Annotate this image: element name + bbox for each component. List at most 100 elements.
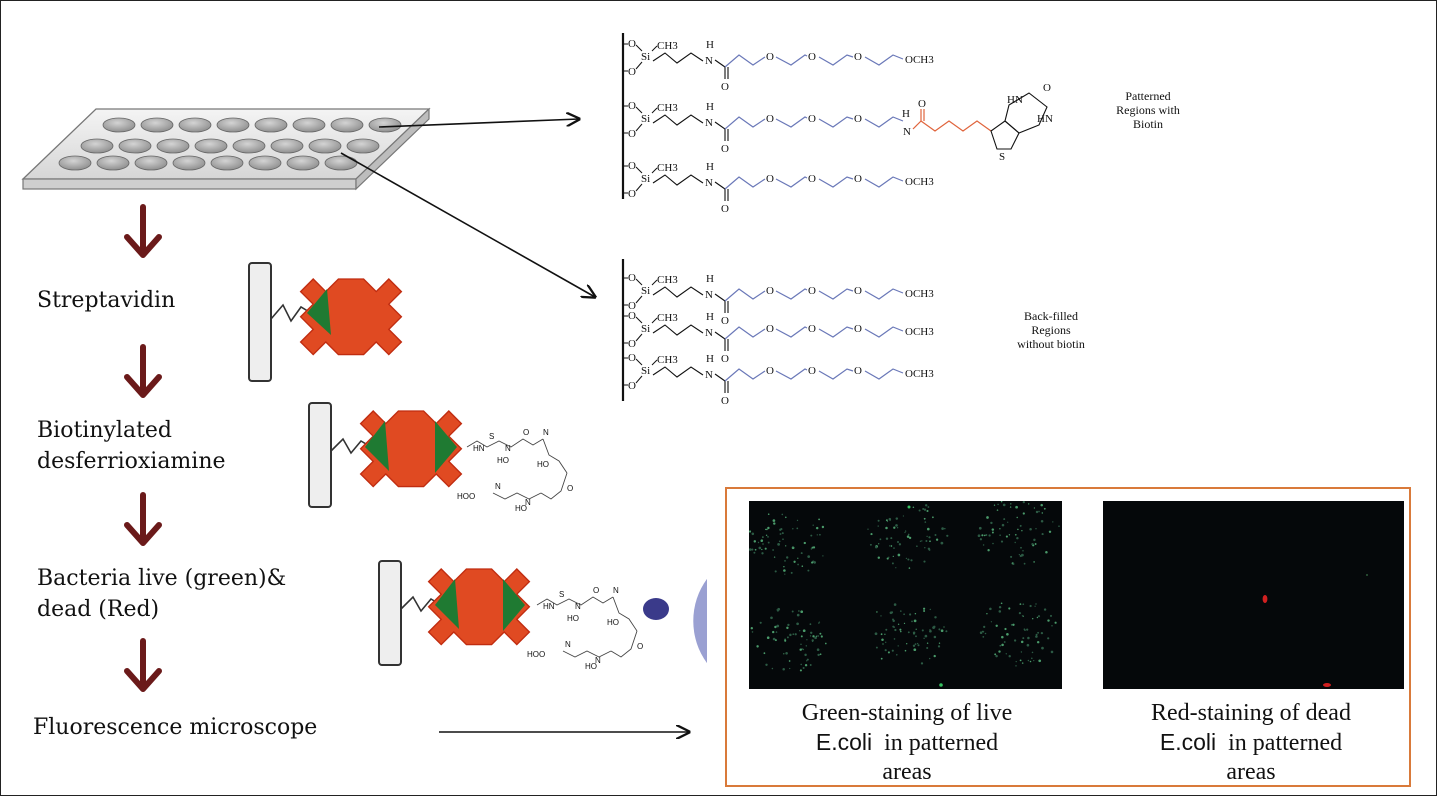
chem-atom-label: O xyxy=(628,38,636,50)
green-fluorescent-dot xyxy=(874,632,878,636)
green-fluorescent-dot xyxy=(765,528,767,531)
green-fluorescent-dot xyxy=(923,517,926,520)
green-fluorescent-dot xyxy=(1022,603,1025,606)
green-fluorescent-dot xyxy=(1018,553,1021,556)
green-fluorescent-dot xyxy=(812,524,814,526)
streptavidin-assembly xyxy=(248,262,403,382)
green-fluorescent-dot xyxy=(997,503,999,506)
green-fluorescent-dot xyxy=(989,607,992,611)
green-fluorescent-dot xyxy=(990,521,993,525)
green-fluorescent-dot xyxy=(929,540,931,543)
well-spot xyxy=(210,155,244,171)
chem-atom-label: O xyxy=(918,98,926,110)
green-fluorescent-dot xyxy=(991,528,995,531)
green-fluorescent-dot xyxy=(874,546,878,549)
green-fluorescent-dot xyxy=(774,639,777,642)
green-fluorescent-dot xyxy=(945,630,948,633)
green-fluorescent-dot xyxy=(806,660,808,662)
chem-atom-label: N xyxy=(705,177,713,189)
green-fluorescent-dot xyxy=(880,615,882,617)
green-fluorescent-dot xyxy=(1017,528,1019,531)
down-arrow-icon xyxy=(124,204,162,258)
green-fluorescent-dot xyxy=(1031,542,1034,546)
green-fluorescent-dot xyxy=(802,666,805,670)
green-fluorescent-dot xyxy=(806,658,809,661)
green-fluorescent-dot xyxy=(773,522,776,525)
green-fluorescent-dot xyxy=(870,533,873,536)
green-fluorescent-dot xyxy=(1015,660,1017,663)
green-fluorescent-dot xyxy=(983,534,986,537)
green-fluorescent-dot xyxy=(766,528,768,531)
green-fluorescent-dot xyxy=(809,623,812,626)
green-fluorescent-dot xyxy=(796,519,799,522)
green-fluorescent-dot xyxy=(905,557,908,560)
chem-atom-label: N xyxy=(903,126,911,138)
green-fluorescent-dot xyxy=(776,609,778,611)
green-fluorescent-dot xyxy=(984,632,987,635)
green-fluorescent-dot xyxy=(1013,639,1017,642)
green-fluorescent-dot xyxy=(783,653,785,655)
green-fluorescent-dot xyxy=(781,513,784,516)
arrow-to-biotin-region xyxy=(378,119,579,128)
green-fluorescent-dot xyxy=(816,534,818,536)
green-fluorescent-dot xyxy=(904,530,907,532)
green-fluorescent-dot xyxy=(779,528,782,531)
green-fluorescent-dot xyxy=(786,636,789,639)
green-fluorescent-dot xyxy=(1005,653,1007,655)
well-spot xyxy=(172,155,206,171)
green-fluorescent-dot xyxy=(910,559,913,562)
green-fluorescent-dot xyxy=(1049,614,1053,617)
down-arrow-icon xyxy=(124,492,162,546)
well-spot xyxy=(96,155,130,171)
green-fluorescent-dot xyxy=(867,528,869,530)
chem-atom-label: O xyxy=(628,128,636,140)
green-fluorescent-dot xyxy=(912,644,916,648)
green-fluorescent-dot xyxy=(767,541,770,544)
green-fluorescent-dot xyxy=(1029,604,1032,608)
green-fluorescent-dot xyxy=(899,628,902,631)
green-fluorescent-dot xyxy=(767,526,770,530)
green-fluorescent-dot xyxy=(1010,623,1013,626)
chem-atom-label: O xyxy=(854,51,862,63)
red-fluorescence-image xyxy=(1103,501,1404,689)
well-spot xyxy=(58,155,92,171)
green-fluorescent-dot xyxy=(773,556,776,558)
green-fluorescent-dot xyxy=(1020,546,1022,549)
green-fluorescent-dot xyxy=(749,548,752,551)
green-fluorescent-dot xyxy=(1026,628,1029,631)
chem-atom-label: HO xyxy=(537,460,549,469)
chem-atom-label: N xyxy=(575,602,581,611)
green-fluorescent-dot xyxy=(885,519,888,522)
green-fluorescent-dot xyxy=(933,635,937,639)
green-fluorescent-dot xyxy=(876,611,878,613)
green-fluorescent-dot xyxy=(1000,540,1004,543)
chem-atom-label: N xyxy=(705,55,713,67)
green-fluorescent-dot xyxy=(921,629,924,632)
green-fluorescent-dot xyxy=(907,558,910,561)
green-fluorescent-dot xyxy=(925,540,928,542)
chem-atom-label: O xyxy=(628,100,636,112)
green-fluorescent-dot xyxy=(812,635,815,638)
green-fluorescent-dot xyxy=(818,621,821,623)
chem-atom-label: O xyxy=(854,285,862,297)
green-fluorescent-dot xyxy=(898,543,902,546)
green-fluorescent-dot xyxy=(1033,561,1035,563)
green-fluorescent-dot xyxy=(791,610,794,613)
chem-atom-label: O xyxy=(628,188,636,200)
green-fluorescent-dot xyxy=(811,640,814,643)
chem-atom-label: O xyxy=(721,81,729,93)
green-fluorescent-dot xyxy=(993,504,996,506)
green-fluorescent-dot xyxy=(1014,541,1016,544)
green-fluorescent-dot xyxy=(879,538,882,541)
chem-atom-label: Si xyxy=(641,323,650,335)
green-fluorescent-dot xyxy=(929,629,932,633)
well-spot xyxy=(286,155,320,171)
green-fluorescent-dot xyxy=(1027,636,1030,640)
green-fluorescent-dot xyxy=(1007,521,1009,523)
red-fluorescent-dot xyxy=(1323,683,1331,687)
green-fluorescent-dot xyxy=(907,533,910,536)
green-fluorescent-dot xyxy=(772,630,775,634)
green-fluorescent-dot xyxy=(809,664,812,666)
